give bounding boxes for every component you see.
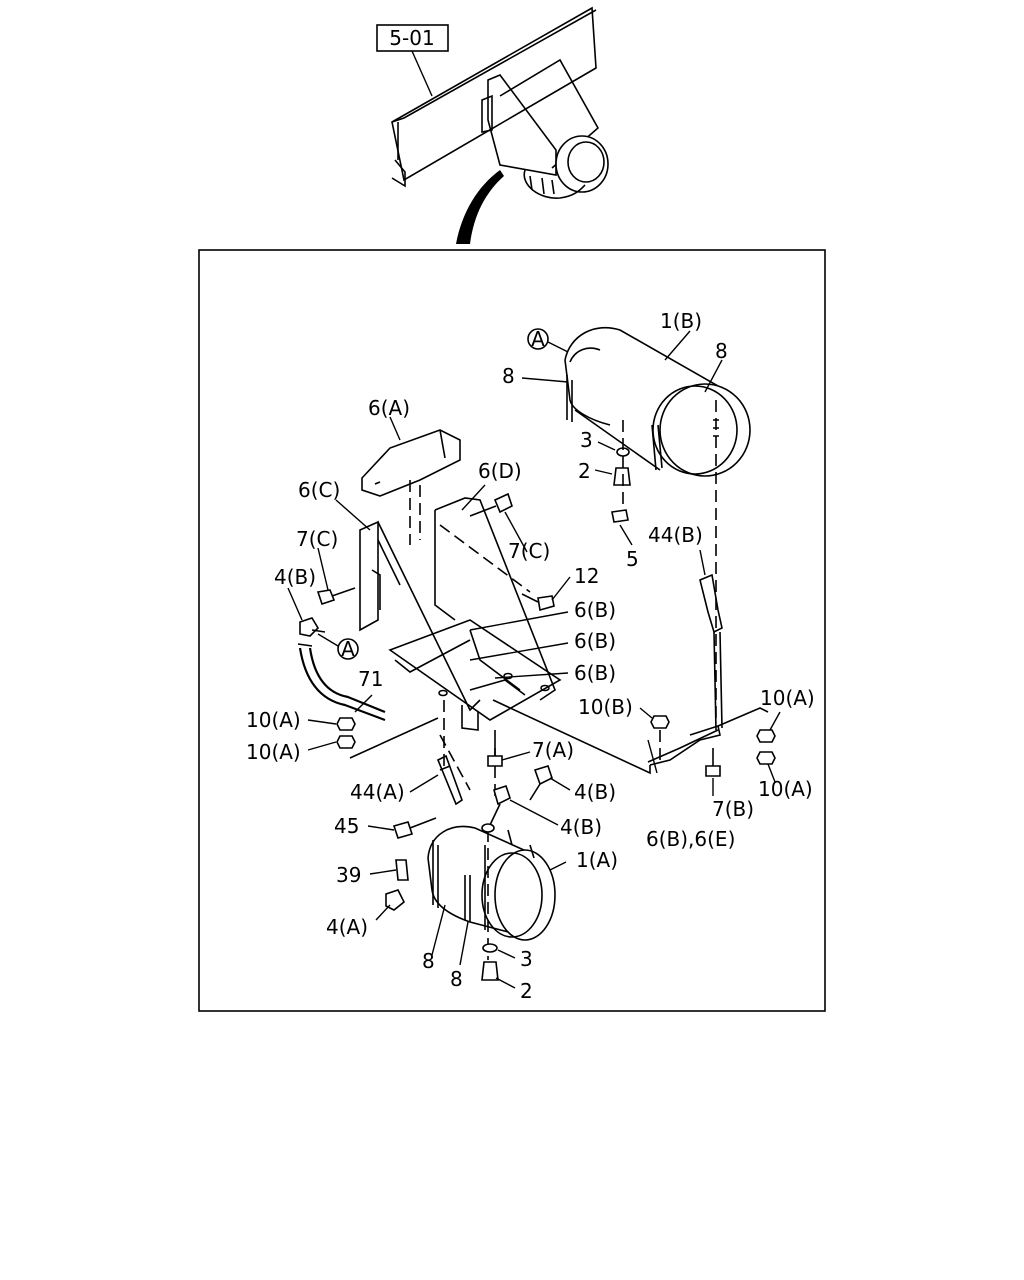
label-4a: 4(A): [326, 915, 368, 939]
label-2: 2: [520, 979, 533, 1003]
svg-text:A: A: [531, 327, 545, 351]
label-6b: 6(B): [574, 629, 616, 653]
label-3: 3: [580, 428, 593, 452]
bolt-7b: [705, 748, 721, 777]
label-1b: 1(B): [660, 309, 702, 333]
label-39: 39: [336, 863, 361, 887]
label-8: 8: [502, 364, 515, 388]
label-7b: 7(B): [712, 797, 754, 821]
label-2: 2: [578, 459, 591, 483]
label-71: 71: [358, 667, 383, 691]
nut-10b: [650, 715, 670, 729]
bolt-12: [521, 593, 555, 612]
label-3: 3: [520, 947, 533, 971]
overview-illustration: 5-01: [376, 6, 609, 244]
label-45: 45: [334, 814, 359, 838]
label-6a: 6(A): [368, 396, 410, 420]
label-10a: 10(A): [758, 777, 813, 801]
svg-text:A: A: [341, 637, 355, 661]
bolt-7c-left: [316, 587, 356, 606]
label-4b: 4(B): [574, 780, 616, 804]
label-4b: 4(B): [560, 815, 602, 839]
label-6b-6e: 6(B),6(E): [646, 827, 735, 851]
label-10a: 10(A): [246, 708, 301, 732]
label-1a: 1(A): [576, 848, 618, 872]
part-labels: 1(B) 8 8 3 2 5 6(A) 6(C) 6(D) 7(C) 7(C) …: [246, 309, 815, 1003]
leader-lines: [287, 330, 781, 989]
label-44b: 44(B): [648, 523, 703, 547]
tank-1b: [564, 326, 751, 720]
callout-a-top: A: [527, 327, 569, 353]
label-6b: 6(B): [574, 661, 616, 685]
bracket-assembly: [359, 429, 769, 775]
label-4b: 4(B): [274, 565, 316, 589]
reference-box-label: 5-01: [389, 26, 434, 50]
label-5: 5: [626, 547, 639, 571]
bolt-7a: [487, 742, 503, 767]
label-6d: 6(D): [478, 459, 522, 483]
label-10b: 10(B): [578, 695, 633, 719]
label-10a: 10(A): [760, 686, 815, 710]
label-8: 8: [715, 339, 728, 363]
callout-a-left: A: [317, 633, 359, 661]
label-8: 8: [422, 949, 435, 973]
label-7a: 7(A): [532, 738, 574, 762]
label-44a: 44(A): [350, 780, 405, 804]
detail-frame: [198, 249, 826, 1012]
label-10a: 10(A): [246, 740, 301, 764]
label-7c: 7(C): [508, 539, 550, 563]
tank-1a: [427, 823, 556, 960]
label-7c: 7(C): [296, 527, 338, 551]
label-6b: 6(B): [574, 598, 616, 622]
label-12: 12: [574, 564, 599, 588]
label-8: 8: [450, 967, 463, 991]
bolt-7c-right: [469, 492, 513, 517]
label-6c: 6(C): [298, 478, 340, 502]
nut-10a-left: [336, 717, 356, 749]
nut-10a-right: [756, 729, 776, 765]
